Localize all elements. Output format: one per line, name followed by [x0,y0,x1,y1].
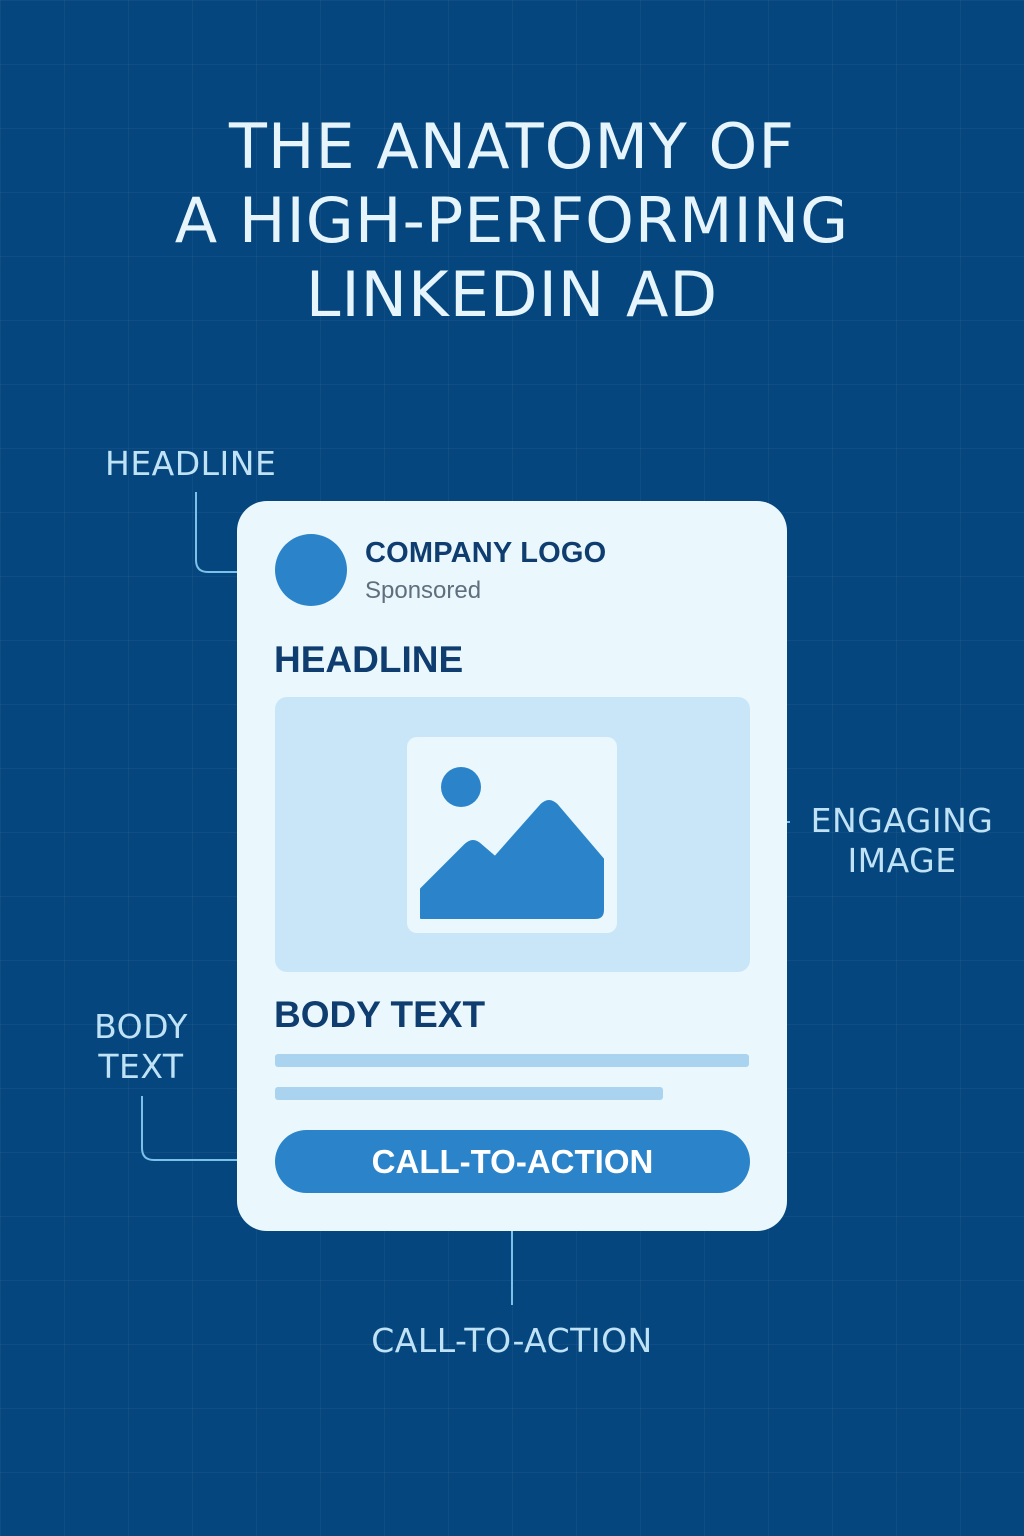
body-text-heading: BODY TEXT [274,994,486,1035]
ad-card: COMPANY LOGO Sponsored HEADLINE BODY TEX… [237,501,787,1231]
body-text-line [275,1087,663,1100]
ad-headline: HEADLINE [274,639,464,680]
sponsored-tag: Sponsored [365,577,482,604]
image-placeholder-icon-graphic [420,767,604,919]
title-line-1: THE ANATOMY OF [229,110,795,183]
page-title: THE ANATOMY OF A HIGH-PERFORMING LINKEDI… [0,110,1024,332]
headline-label: HEADLINE [105,444,277,483]
body-text-connector [141,1096,258,1160]
engaging-image-label: ENGAGING IMAGE [810,801,994,880]
company-name: COMPANY LOGO [365,537,607,569]
cta-label: CALL-TO-ACTION [371,1321,653,1360]
headline-connector [195,492,258,572]
company-logo-avatar [275,534,347,606]
title-line-2: A HIGH-PERFORMING [174,184,850,257]
image-placeholder-icon [407,737,617,933]
title-line-3: LINKEDIN AD [305,258,719,331]
body-text-label: BODY TEXT [94,1007,188,1086]
body-text-line [275,1054,749,1067]
cta-button[interactable]: CALL-TO-ACTION [275,1130,750,1193]
ad-image [275,697,750,972]
